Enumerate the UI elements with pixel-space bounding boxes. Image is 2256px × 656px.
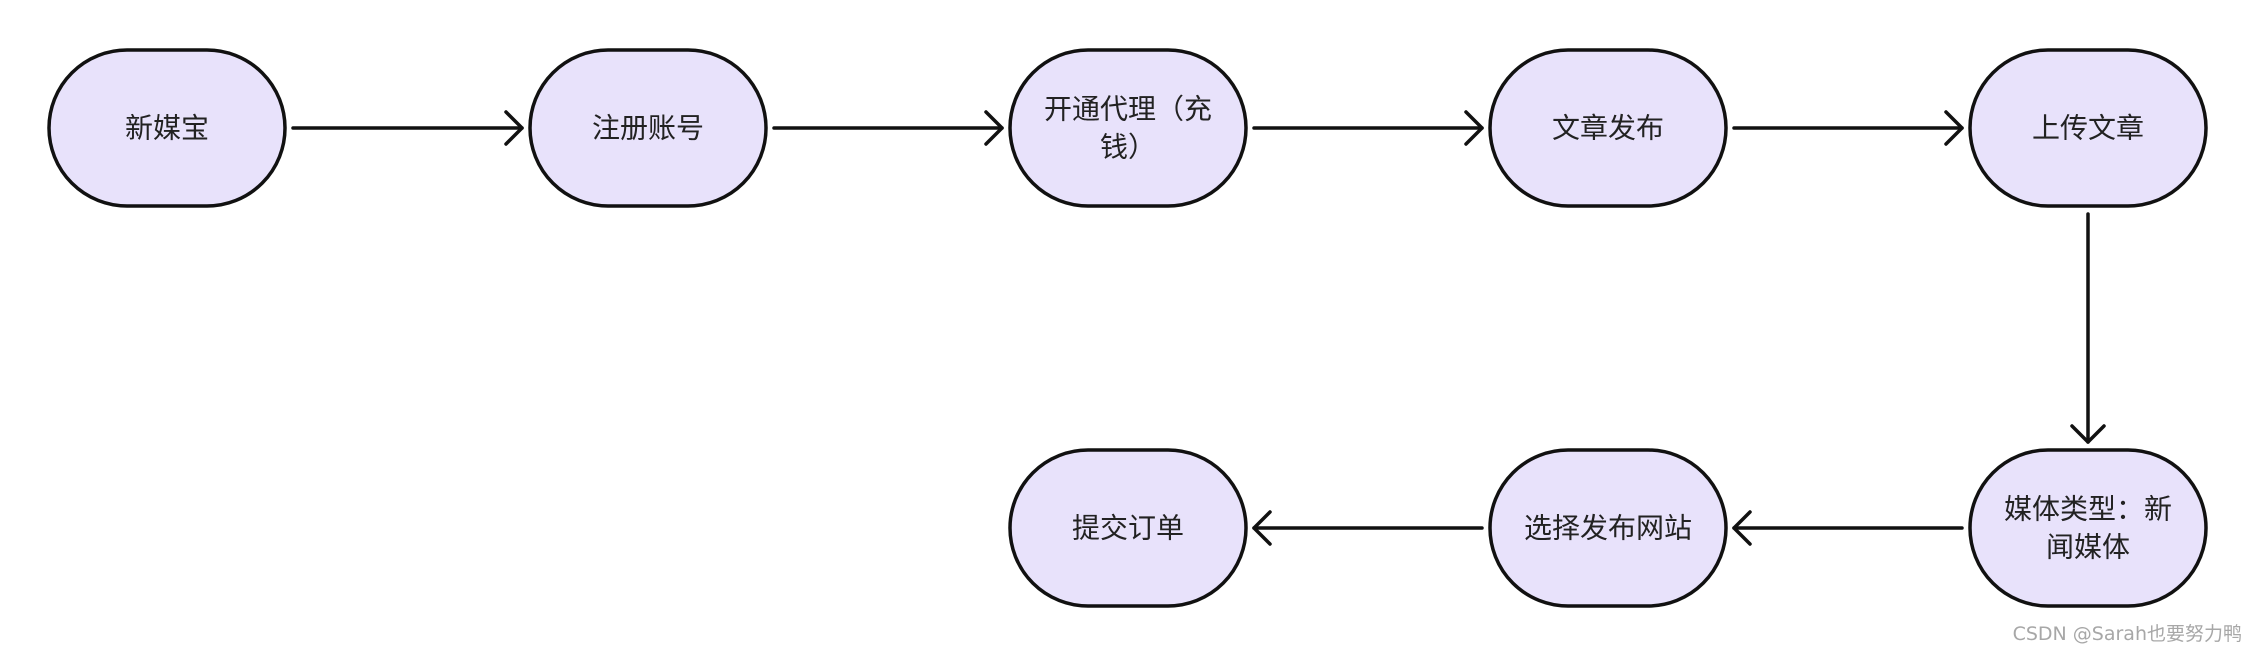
flow-node-4: 文章发布 [1488,48,1728,208]
arrowhead-icon [2070,424,2106,444]
flow-node-3: 开通代理（充钱） [1008,48,1248,208]
arrowhead-icon [1944,110,1964,146]
node-label: 提交订单 [1072,512,1184,545]
flow-arrow-5 [2070,212,2106,444]
node-shape [1488,448,1728,608]
flow-arrow-2 [772,110,1004,146]
node-shape [1008,48,1248,208]
flow-node-2: 注册账号 [528,48,768,208]
flow-arrow-6 [1732,510,1964,546]
node-label: 钱） [1100,131,1156,164]
node-shape [528,48,768,208]
node-label: 上传文章 [2032,112,2144,145]
edges-layer [291,110,2106,546]
node-label: 选择发布网站 [1524,512,1692,545]
flow-node-7: 选择发布网站 [1488,448,1728,608]
node-shape [47,48,287,208]
arrowhead-icon [1732,510,1752,546]
watermark: CSDN @Sarah也要努力鸭 [2012,623,2242,645]
node-label: 开通代理（充 [1044,93,1212,126]
node-shape [1968,48,2208,208]
flow-arrow-7 [1252,510,1484,546]
flow-arrow-4 [1732,110,1964,146]
node-label: 新媒宝 [125,112,209,145]
node-shape [1008,448,1248,608]
flow-arrow-3 [1252,110,1484,146]
flow-node-5: 上传文章 [1968,48,2208,208]
arrowhead-icon [504,110,524,146]
flow-node-1: 新媒宝 [47,48,287,208]
flow-arrow-1 [291,110,524,146]
node-shape [1968,448,2208,608]
node-label: 注册账号 [592,112,704,145]
node-label: 文章发布 [1552,112,1664,145]
node-label: 媒体类型：新 [2004,493,2172,526]
arrowhead-icon [1252,510,1272,546]
flow-node-8: 提交订单 [1008,448,1248,608]
node-shape [1488,48,1728,208]
node-label: 闻媒体 [2046,531,2130,564]
arrowhead-icon [1464,110,1484,146]
arrowhead-icon [984,110,1004,146]
